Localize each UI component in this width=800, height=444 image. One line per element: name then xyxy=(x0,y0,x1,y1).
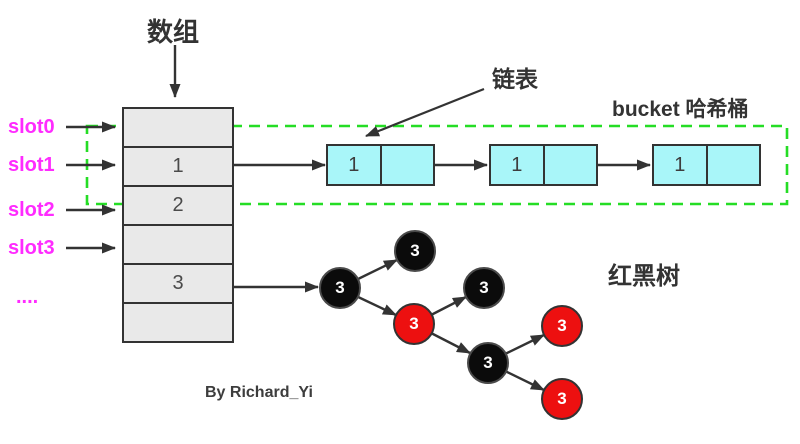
tree-node-root-black: 3 xyxy=(319,267,361,309)
list-node-2: 1 xyxy=(489,144,598,186)
array-cell-5 xyxy=(122,302,234,343)
slot2-label: slot2 xyxy=(8,199,55,221)
list-node-1-value: 1 xyxy=(328,146,382,184)
tree-node-right-red: 3 xyxy=(541,305,583,347)
rbtree-label: 红黑树 xyxy=(608,263,680,290)
linked-list-label-arrow xyxy=(365,87,485,138)
array-cell-4: 3 xyxy=(122,263,234,304)
slots-ellipsis: .... xyxy=(16,286,39,308)
list-node-3-pointer xyxy=(708,146,760,184)
array-label: 数组 xyxy=(147,17,200,47)
author-credit: By Richard_Yi xyxy=(205,384,313,401)
array-cell-3 xyxy=(122,224,234,265)
array-cell-1: 1 xyxy=(122,146,234,187)
list-node-2-pointer xyxy=(545,146,597,184)
tree-node-top-black: 3 xyxy=(394,230,436,272)
tree-node-low-black: 3 xyxy=(467,342,509,384)
list-node-1: 1 xyxy=(326,144,435,186)
list-node-1-pointer xyxy=(382,146,434,184)
tree-edge-root-red xyxy=(355,294,397,317)
slot0-label: slot0 xyxy=(8,116,55,138)
list-node-3: 1 xyxy=(652,144,761,186)
tree-edge-red-midblack xyxy=(430,295,467,317)
tree-node-bottom-red: 3 xyxy=(541,378,583,420)
list-node-2-value: 1 xyxy=(491,146,545,184)
tree-edge-lowblack-redbottom xyxy=(504,369,545,392)
list-node-3-value: 1 xyxy=(654,146,708,184)
slot3-label: slot3 xyxy=(8,237,55,259)
tree-edge-red-lowblack xyxy=(430,331,471,355)
linked-list-label: 链表 xyxy=(492,66,538,92)
tree-edge-lowblack-redtop xyxy=(504,333,545,356)
array-cell-0 xyxy=(122,107,234,148)
slot1-label: slot1 xyxy=(8,154,55,176)
array-buckets: 1 2 3 xyxy=(122,107,234,343)
tree-edge-root-topblack xyxy=(355,258,398,282)
array-cell-2: 2 xyxy=(122,185,234,226)
tree-node-mid-black: 3 xyxy=(463,267,505,309)
bucket-label: bucket 哈希桶 xyxy=(612,98,749,121)
tree-node-left-red: 3 xyxy=(393,303,435,345)
